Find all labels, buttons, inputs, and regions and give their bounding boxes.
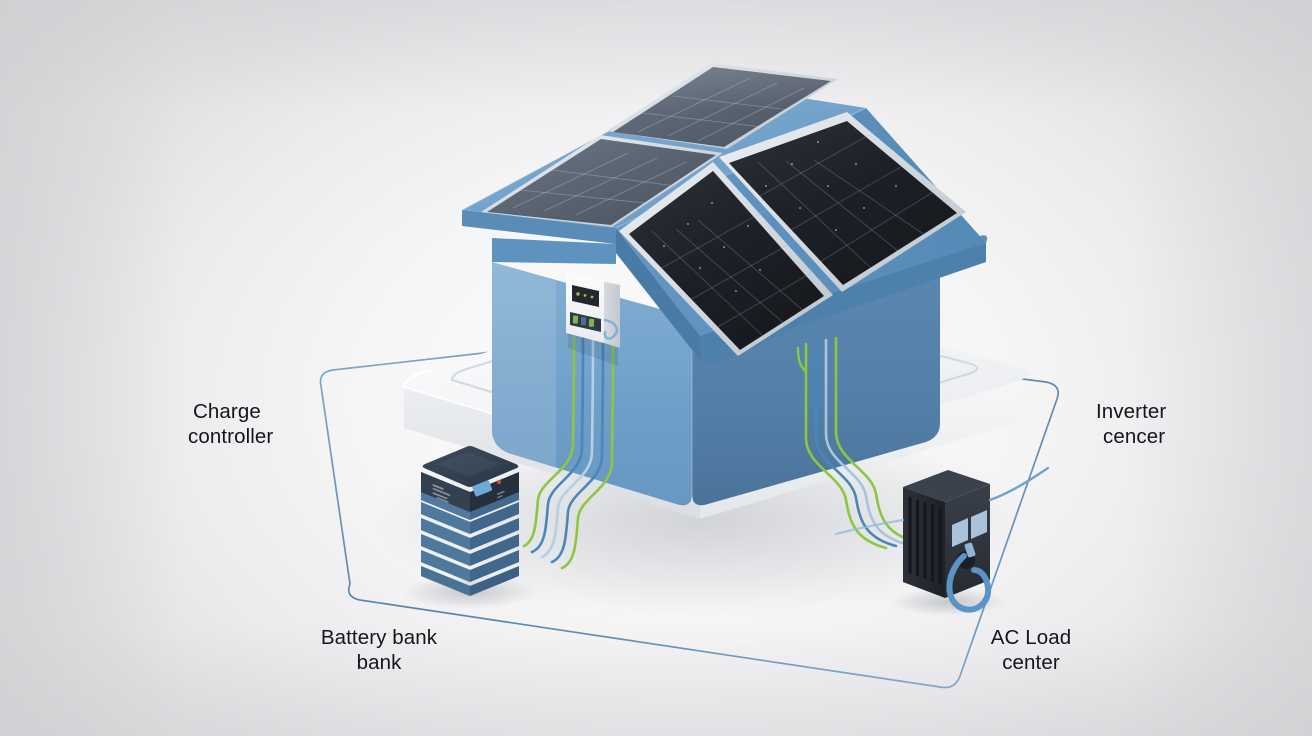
battery-modules [421, 490, 519, 596]
battery-bank-stack[interactable] [402, 446, 538, 609]
callout-connector-diamond [319, 332, 1060, 689]
wire-green-3 [804, 342, 888, 550]
ac-load-center-inlet-cable [988, 466, 1050, 502]
wire-blue-2 [550, 340, 605, 564]
label-inverter: Inverter cencer [1096, 373, 1166, 475]
wire-blue-1 [530, 336, 585, 554]
label-ac-load-center-line1: AC Load [990, 625, 1072, 649]
solar-panel-front-1 [619, 162, 833, 356]
label-charge-controller: Charge controller [188, 373, 273, 475]
solar-panel-rear-2 [607, 63, 838, 149]
solar-panel-array-front [619, 112, 966, 356]
wire-green-1 [522, 336, 576, 548]
wire-roof-lead [796, 346, 808, 374]
ac-load-center-top [903, 470, 990, 502]
ac-load-center-inlet-cable-2 [834, 518, 905, 536]
label-battery-bank-line1: Battery bank [320, 625, 438, 649]
battery-display-panel [432, 480, 505, 503]
platform-shadow [370, 424, 1030, 616]
label-ac-load-center: AC Load center [988, 599, 1074, 701]
battery-side-label [497, 490, 505, 499]
house-wall-left-sheen [492, 262, 556, 468]
ac-load-center-unit[interactable] [834, 466, 1050, 616]
platform-top-highlight [402, 369, 561, 435]
battery-controller-head [421, 446, 519, 512]
label-inverter-line1: Inverter [1096, 399, 1167, 423]
label-ac-load-center-line2: center [1002, 651, 1060, 674]
wire-green-2 [560, 342, 615, 570]
ac-load-center-cable [946, 553, 992, 613]
ac-load-center-plug [964, 542, 976, 558]
label-charge-controller-line1: Charge [193, 399, 261, 423]
ac-load-center-vents [908, 496, 942, 584]
charge-controller-cable-loop [603, 318, 618, 340]
label-battery-bank: Battery bank bank [313, 599, 445, 701]
wire-bundle-left [522, 336, 615, 570]
battery-status-led [497, 480, 501, 484]
wire-lightblue-1 [540, 338, 595, 559]
terminal-ports [572, 315, 601, 329]
house-eave-left [492, 238, 616, 264]
charge-controller-leds [576, 292, 594, 299]
label-charge-controller-line2: controller [188, 425, 274, 448]
ac-load-center-breakers[interactable] [952, 510, 987, 547]
roof-left-fascia [462, 210, 616, 244]
solar-panel-front-2 [719, 112, 966, 292]
label-inverter-line2: cencer [1103, 425, 1166, 448]
charge-controller-unit[interactable] [566, 272, 620, 366]
solar-panel-array-rear [481, 63, 838, 227]
battery-branding-marks [432, 484, 451, 503]
charge-controller-front [566, 272, 604, 343]
solar-panel-rear-1 [481, 135, 723, 227]
roof-right-fascia [612, 228, 700, 360]
label-battery-bank-line2: bank [356, 651, 402, 674]
